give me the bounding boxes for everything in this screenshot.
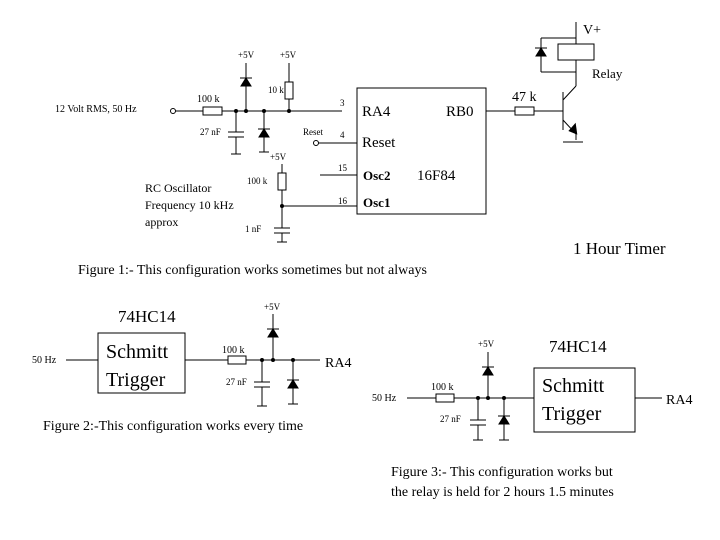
fig3-lower-diode <box>498 415 510 425</box>
input-resistor-label-fig1: 100 k <box>197 94 220 105</box>
osc-description-line3: approx <box>145 215 178 229</box>
fig3-capacitor-label: 27 nF <box>440 414 461 424</box>
fig2-schmitt-trigger <box>97 332 186 394</box>
osc-description-line2: Frequency 10 kHz <box>145 198 234 212</box>
vplus-label: V+ <box>583 23 601 38</box>
base-resistor <box>514 106 535 116</box>
figure2-caption: Figure 2:-This configuration works every… <box>43 419 303 434</box>
figure-3: 74HC14 Schmitt Trigger 50 Hz 100 k RA4 +… <box>372 337 692 500</box>
vcc-osc-label: +5V <box>270 152 287 162</box>
fig3-resistor <box>435 393 455 403</box>
fig2-part-label: 74HC14 <box>118 307 176 326</box>
fig2-capacitor-label: 27 nF <box>226 377 247 387</box>
figure-2: 74HC14 Schmitt Trigger 50 Hz 100 k RA4 +… <box>32 302 351 434</box>
clamp-diode-lower <box>258 128 270 138</box>
clamp-diode-upper <box>240 77 252 87</box>
figure1-caption: Figure 1:- This configuration works some… <box>78 263 427 278</box>
base-resistor-label: 47 k <box>512 90 537 105</box>
chip-rb0-label: RB0 <box>446 104 474 120</box>
fig3-input-label: 50 Hz <box>372 393 397 404</box>
fig3-part-label: 74HC14 <box>549 337 607 356</box>
input-label-fig1: 12 Volt RMS, 50 Hz <box>55 104 137 115</box>
pullup-resistor-label: 10 k <box>268 85 284 95</box>
osc-capacitor-label: 1 nF <box>245 224 261 234</box>
reset-terminal <box>313 140 319 146</box>
figure3-caption-line1: Figure 3:- This configuration works but <box>391 465 613 480</box>
fig3-upper-diode <box>482 366 494 376</box>
fig3-resistor-label: 100 k <box>431 382 454 393</box>
chip-osc2-label: Osc2 <box>363 168 390 183</box>
fig2-resistor <box>227 355 247 365</box>
fig2-output-label: RA4 <box>325 356 351 371</box>
pin3-label: 3 <box>340 98 345 108</box>
reset-pin-label: Reset <box>303 127 323 137</box>
osc-description-line1: RC Oscillator <box>145 181 211 195</box>
fig2-schmitt-line2: Trigger <box>106 369 166 391</box>
fig2-input-label: 50 Hz <box>32 355 57 366</box>
chip-ra4-label: RA4 <box>362 104 391 120</box>
pin15-label: 15 <box>338 163 348 173</box>
pin16-label: 16 <box>338 196 348 206</box>
osc-resistor <box>277 172 287 191</box>
fig2-upper-diode <box>267 328 279 338</box>
fig3-schmitt-line1: Schmitt <box>542 375 605 397</box>
input-capacitor-label-fig1: 27 nF <box>200 127 221 137</box>
fig2-schmitt-line1: Schmitt <box>106 341 169 363</box>
fig3-schmitt-line2: Trigger <box>542 403 602 425</box>
chip-reset-label: Reset <box>362 135 396 151</box>
fig2-vcc-label: +5V <box>264 302 281 312</box>
fig3-vcc-label: +5V <box>478 339 495 349</box>
pic16f84-chip <box>356 87 487 215</box>
input-terminal-fig1 <box>170 108 176 114</box>
pin4-label: 4 <box>340 130 345 140</box>
timer-title: 1 Hour Timer <box>573 239 666 258</box>
figure3-caption-line2: the relay is held for 2 hours 1.5 minute… <box>391 485 614 500</box>
relay-label: Relay <box>592 66 623 81</box>
figure-1: 12 Volt RMS, 50 Hz 100 k 3 +5V 27 nF +5V… <box>55 22 666 278</box>
fig3-output-label: RA4 <box>666 393 692 408</box>
pullup-resistor <box>284 81 294 100</box>
fig2-resistor-label: 100 k <box>222 345 245 356</box>
input-resistor-fig1 <box>202 106 223 116</box>
fig3-schmitt-trigger <box>533 367 636 433</box>
chip-osc1-label: Osc1 <box>363 195 390 210</box>
vcc-pullup-label: +5V <box>280 50 297 60</box>
vcc-diode-label: +5V <box>238 50 255 60</box>
fig2-lower-diode <box>287 379 299 389</box>
osc-resistor-label: 100 k <box>247 176 268 186</box>
relay-coil <box>557 43 595 61</box>
flyback-diode <box>535 47 547 57</box>
chip-part-label: 16F84 <box>417 168 456 184</box>
